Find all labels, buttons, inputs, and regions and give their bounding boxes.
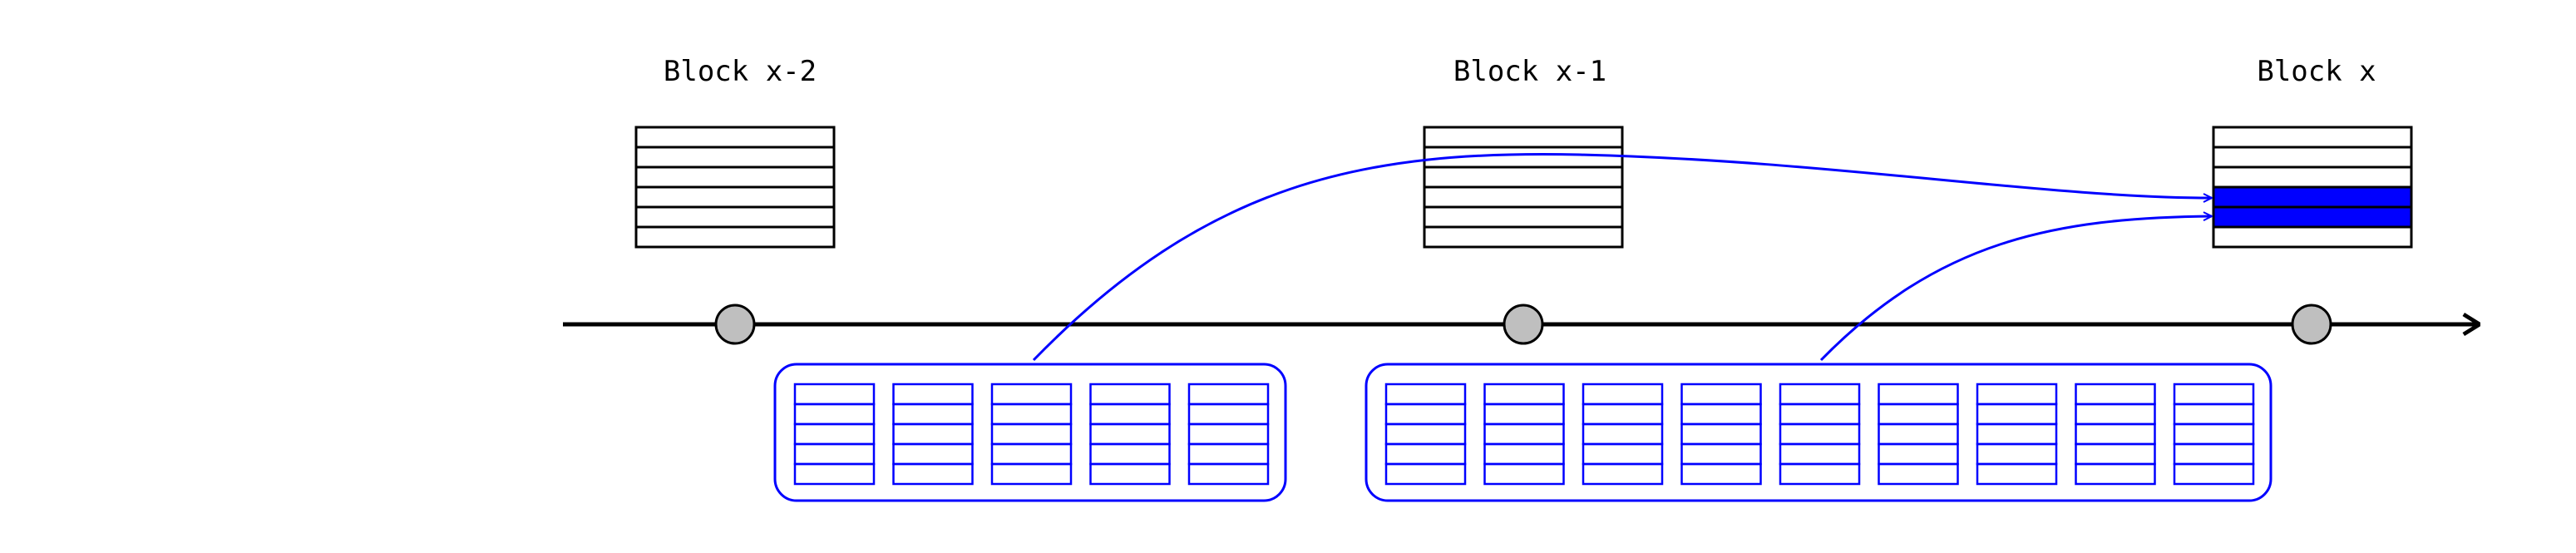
transaction-table-row bbox=[1089, 442, 1171, 466]
transaction-table-row bbox=[892, 383, 974, 406]
transaction-table-row bbox=[1779, 402, 1861, 426]
transaction-table-row bbox=[1187, 383, 1270, 406]
transaction-table-row bbox=[990, 402, 1073, 426]
transaction-table-row bbox=[1582, 402, 1664, 426]
transaction-table-row bbox=[1384, 422, 1467, 446]
block-row bbox=[2212, 165, 2413, 189]
transaction-table-row bbox=[1582, 383, 1664, 406]
block-row bbox=[634, 185, 836, 209]
transaction-table-row bbox=[2173, 422, 2255, 446]
transaction-table-row bbox=[1976, 442, 2058, 466]
transaction-table-row bbox=[1779, 462, 1861, 486]
transaction-table-row bbox=[2075, 422, 2156, 446]
transaction-table-row bbox=[1582, 462, 1664, 486]
transaction-table-row bbox=[1384, 462, 1467, 486]
transaction-table-row bbox=[1779, 422, 1861, 446]
transaction-table-row bbox=[793, 442, 876, 466]
transaction-table-row bbox=[1976, 422, 2058, 446]
block-row bbox=[634, 126, 836, 149]
transaction-table-row bbox=[1582, 442, 1664, 466]
transaction-table-row bbox=[1878, 462, 1959, 486]
transaction-table-row bbox=[1878, 422, 1959, 446]
transaction-table-row bbox=[1483, 442, 1565, 466]
block-row bbox=[634, 205, 836, 229]
transaction-table-row bbox=[1680, 462, 1762, 486]
transaction-table-row bbox=[2075, 402, 2156, 426]
transaction-table-row bbox=[2075, 383, 2156, 406]
transaction-table-row bbox=[1582, 422, 1664, 446]
block-label-x: Block x bbox=[2257, 55, 2376, 88]
transaction-table-row bbox=[1483, 383, 1565, 406]
transaction-table-row bbox=[1089, 462, 1171, 486]
block-label-x-minus-1: Block x-1 bbox=[1453, 55, 1607, 88]
transaction-table-row bbox=[892, 402, 974, 426]
transaction-table-row bbox=[1779, 442, 1861, 466]
block-row bbox=[2212, 126, 2413, 149]
timeline-node bbox=[714, 304, 756, 345]
transaction-table-row bbox=[1089, 402, 1171, 426]
block-row bbox=[634, 146, 836, 169]
transaction-table-row bbox=[1187, 422, 1270, 446]
transaction-table-row bbox=[1187, 462, 1270, 486]
transaction-table-row bbox=[990, 383, 1073, 406]
transaction-table-row bbox=[1680, 442, 1762, 466]
block-row bbox=[634, 165, 836, 189]
transaction-table-row bbox=[1680, 383, 1762, 406]
transaction-table-row bbox=[2075, 442, 2156, 466]
timeline-node bbox=[1503, 304, 1544, 345]
transaction-table-row bbox=[892, 442, 974, 466]
block-row bbox=[1423, 185, 1624, 209]
block-row bbox=[634, 225, 836, 249]
transaction-table-row bbox=[990, 442, 1073, 466]
transaction-table-row bbox=[1483, 402, 1565, 426]
transaction-table-row bbox=[1680, 402, 1762, 426]
transaction-table-row bbox=[793, 462, 876, 486]
transaction-table-row bbox=[1976, 462, 2058, 486]
transaction-table-row bbox=[892, 422, 974, 446]
transaction-table-row bbox=[1089, 383, 1171, 406]
transaction-table-row bbox=[990, 422, 1073, 446]
transaction-table-row bbox=[2173, 383, 2255, 406]
transaction-table-row bbox=[2173, 402, 2255, 426]
transaction-table-row bbox=[1976, 402, 2058, 426]
block-row bbox=[2212, 205, 2413, 229]
transaction-table-row bbox=[892, 462, 974, 486]
transaction-table-row bbox=[793, 383, 876, 406]
transaction-table-row bbox=[1089, 422, 1171, 446]
block-row bbox=[2212, 146, 2413, 169]
transaction-table-row bbox=[1878, 442, 1959, 466]
transaction-table-row bbox=[1384, 383, 1467, 406]
transaction-table-row bbox=[2173, 462, 2255, 486]
transaction-table-row bbox=[1680, 422, 1762, 446]
transaction-table-row bbox=[1187, 442, 1270, 466]
block-row bbox=[2212, 185, 2413, 209]
block-row bbox=[1423, 165, 1624, 189]
transaction-table-row bbox=[793, 402, 876, 426]
transaction-table-row bbox=[793, 422, 876, 446]
block-row bbox=[1423, 126, 1624, 149]
arrow-group2-to-block-x bbox=[1819, 216, 2212, 362]
transaction-table-row bbox=[1483, 422, 1565, 446]
transaction-table-row bbox=[1779, 383, 1861, 406]
transaction-group bbox=[773, 363, 1287, 502]
block-row bbox=[1423, 225, 1624, 249]
transaction-group bbox=[1364, 363, 2273, 502]
transaction-table-row bbox=[990, 462, 1073, 486]
block-row bbox=[1423, 205, 1624, 229]
transaction-table-row bbox=[1384, 402, 1467, 426]
transaction-table-row bbox=[1187, 402, 1270, 426]
transaction-table-row bbox=[2075, 462, 2156, 486]
transaction-table-row bbox=[2173, 442, 2255, 466]
block-label-x-minus-2: Block x-2 bbox=[663, 55, 817, 88]
timeline-node bbox=[2291, 304, 2332, 345]
transaction-table-row bbox=[1878, 383, 1959, 406]
arrow-group1-to-block-x bbox=[1032, 152, 2212, 362]
block-row bbox=[2212, 225, 2413, 249]
transaction-table-row bbox=[1384, 442, 1467, 466]
transaction-table-row bbox=[1878, 402, 1959, 426]
transaction-table-row bbox=[1976, 383, 2058, 406]
transaction-table-row bbox=[1483, 462, 1565, 486]
